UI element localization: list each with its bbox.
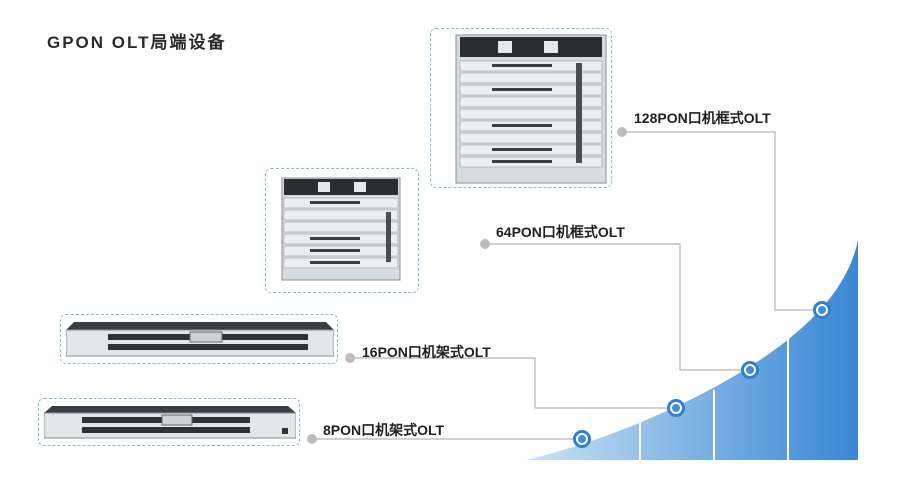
dot-start-64 bbox=[480, 239, 490, 249]
rack-16-frame bbox=[60, 314, 338, 364]
rack-8-frame bbox=[38, 398, 300, 446]
leader-line-16 bbox=[350, 357, 676, 409]
rack-8-device bbox=[44, 406, 296, 439]
chassis-128-frame bbox=[430, 28, 612, 188]
dot-start-8 bbox=[307, 434, 317, 444]
leader-line-128 bbox=[622, 131, 822, 311]
page-title: GPON OLT局端设备 bbox=[47, 33, 227, 52]
leader-line-64 bbox=[485, 243, 750, 371]
label-16pon: 16PON口机架式OLT bbox=[362, 344, 491, 360]
label-128pon: 128PON口机框式OLT bbox=[634, 110, 771, 126]
growth-ramp bbox=[526, 240, 858, 460]
label-64pon: 64PON口机框式OLT bbox=[496, 224, 625, 240]
chassis-64-device bbox=[281, 177, 401, 281]
chassis-64-frame bbox=[265, 168, 419, 293]
dot-start-128 bbox=[617, 127, 627, 137]
rack-16-device bbox=[66, 322, 334, 357]
chassis-128-device bbox=[455, 34, 607, 184]
label-8pon: 8PON口机架式OLT bbox=[323, 422, 445, 438]
dot-start-16 bbox=[345, 353, 355, 363]
